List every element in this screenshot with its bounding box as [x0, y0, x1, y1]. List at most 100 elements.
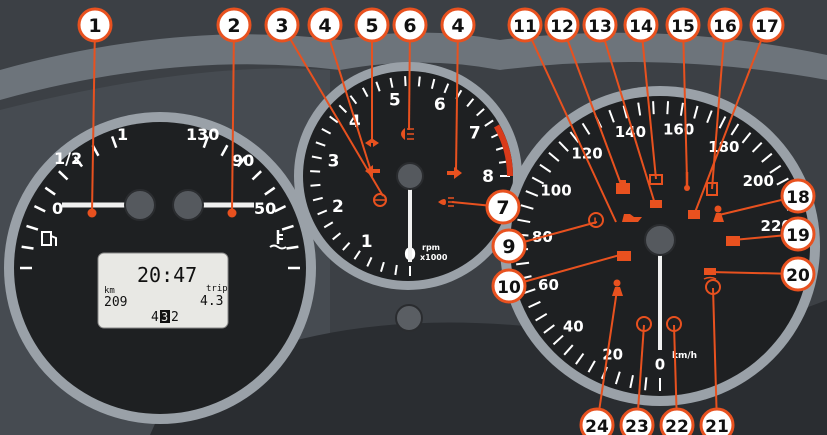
fuel-needle-hub [124, 189, 156, 221]
speedometer-unit: km/h [672, 351, 697, 361]
tachometer-ticks [310, 76, 513, 276]
callout-badge [665, 7, 701, 43]
speedo-tick [718, 116, 727, 129]
speedo-tick [525, 190, 539, 197]
temp-tick [251, 170, 262, 181]
callout-badge [707, 7, 743, 43]
callout-number: 22 [665, 417, 689, 435]
lcd-panel [97, 252, 229, 329]
tach-tick [312, 196, 323, 202]
trip-reset-knob[interactable] [395, 304, 423, 332]
tach-tick [375, 81, 381, 92]
callout-badge [77, 7, 113, 43]
callout-number: 7 [496, 197, 509, 219]
tach-tick [323, 221, 334, 229]
speedo-tick [637, 102, 642, 116]
callout-badge [485, 189, 521, 225]
callout-badge [780, 256, 816, 292]
tach-tick-label: 6 [434, 95, 446, 115]
speedo-tick [769, 164, 782, 174]
speedo-tick [693, 105, 699, 119]
speedo-tick [652, 101, 655, 115]
tach-tick-label: 5 [389, 90, 401, 110]
lcd-trip-label: trip [206, 284, 228, 294]
callout-leader [408, 24, 411, 131]
callout-leader [693, 24, 768, 216]
tach-tick [349, 95, 358, 105]
lcd-clock: 20:47 [137, 263, 197, 287]
speedo-tick [644, 377, 648, 391]
lcd-gear-box [160, 310, 170, 323]
callout-badge [216, 7, 252, 43]
hazard-arrows-icon [365, 139, 379, 147]
fuel-tick-label-full: 1 [117, 125, 128, 144]
callout-badge [579, 407, 615, 435]
speedo-tick [581, 122, 591, 135]
callout-number: 16 [713, 17, 737, 37]
temp-tick [220, 144, 229, 157]
callout-leader [599, 24, 656, 205]
callout-number: 1 [88, 15, 101, 37]
speedo-tick-label: 120 [571, 144, 602, 162]
callout-number: 6 [403, 15, 416, 37]
callout-leader [508, 252, 628, 287]
temp-tick [274, 204, 287, 213]
tach-tick-label: 8 [482, 167, 494, 187]
tach-tick [366, 256, 373, 267]
tach-tick [466, 98, 475, 108]
callout-leader [91, 24, 96, 214]
callout-number: 3 [275, 15, 288, 37]
speedo-tick [614, 371, 621, 385]
temp-tick-label-50: 50 [254, 199, 276, 218]
tachometer: 012345678 rpm x1000 [294, 62, 522, 290]
tach-tick [476, 108, 485, 117]
temp-tick [264, 186, 276, 196]
speedo-tick [575, 352, 585, 365]
speedo-tick [679, 102, 684, 116]
tach-tick [430, 78, 436, 89]
speedo-tick [622, 105, 628, 119]
callout-badge [491, 228, 527, 264]
tachometer-unit-x1000: x1000 [420, 253, 448, 262]
callout-number: 13 [588, 17, 612, 37]
speedo-tick [730, 123, 740, 136]
lcd-gear-current: 3 [161, 310, 168, 324]
callout-number: 15 [671, 17, 695, 37]
callout-badge [780, 178, 816, 214]
tachometer-unit-rpm: rpm [422, 243, 440, 252]
tach-tick [311, 155, 322, 160]
callout-number: 12 [550, 17, 574, 37]
callout-number: 4 [318, 15, 331, 37]
tachometer-redline [493, 124, 513, 177]
callout-badge [264, 7, 300, 43]
callout-badge [307, 7, 343, 43]
callout-number: 10 [497, 278, 521, 298]
coolant-temperature-icon [269, 230, 287, 250]
speedo-tick [563, 344, 574, 356]
speedo-tick [629, 374, 634, 389]
speedo-tick [520, 204, 534, 210]
fuel-tick [33, 204, 46, 213]
fuel-tick-label-0: 0 [52, 199, 63, 218]
lcd-gear-next: 2 [171, 310, 179, 325]
callout-badge [440, 7, 476, 43]
turn-signal-right-icon [447, 167, 462, 179]
speedo-tick-label: 100 [540, 182, 571, 200]
glow-plug-lamp-icon [373, 193, 387, 207]
callout-number: 9 [502, 236, 515, 258]
callout-leader [324, 24, 371, 169]
callout-badge [582, 7, 618, 43]
callout-badge [749, 7, 785, 43]
engine-management-icon [616, 180, 630, 194]
lcd-odometer-value: 209 [104, 295, 127, 310]
callout-number: 5 [365, 15, 378, 37]
speedo-tick [741, 132, 752, 144]
callout-badge [491, 268, 527, 304]
callout-number: 14 [629, 17, 653, 37]
tach-tick [342, 242, 351, 251]
speedo-tick-label: 20 [602, 345, 623, 363]
temp-tick-label-130: 130 [186, 125, 219, 144]
